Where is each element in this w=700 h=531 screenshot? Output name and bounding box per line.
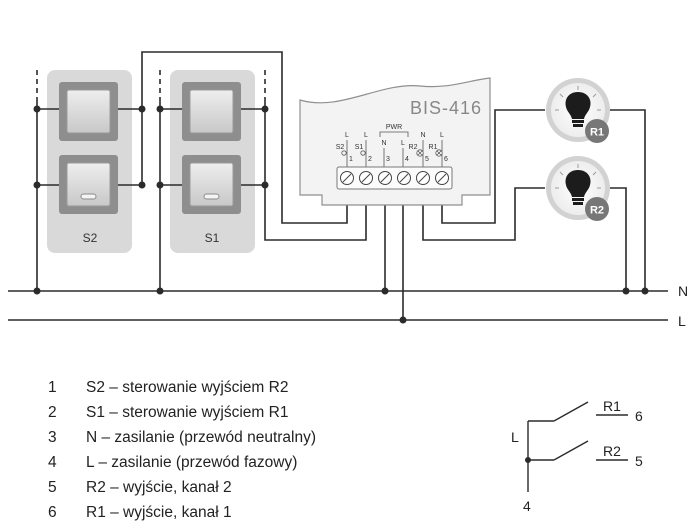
legend-item: 3 N – zasilanie (przewód neutralny)	[48, 428, 316, 453]
terminal-screws	[340, 171, 449, 185]
legend-text: S1 – sterowanie wyjściem R1	[86, 404, 289, 421]
legend-number: 1	[48, 379, 57, 396]
bis-416-module: BIS-416 PWR L L N L N L S2 S1 R2 R1 1 2 …	[299, 77, 491, 206]
terminal-1-number: 1	[349, 156, 353, 163]
terminal-5-top-label: N	[420, 132, 425, 139]
switch-s1: S1	[170, 70, 255, 253]
lamp-label: R2	[590, 205, 604, 217]
lamp-r1: R1	[546, 78, 610, 143]
indicator-led	[203, 193, 220, 200]
legend-item: 5 R2 – wyjście, kanał 2	[48, 478, 316, 503]
legend-item: 1 S2 – sterowanie wyjściem R2	[48, 378, 316, 403]
junction-dots	[33, 105, 649, 324]
legend-text: N – zasilanie (przewód neutralny)	[86, 429, 317, 446]
legend-number: 5	[48, 479, 57, 496]
legend-number: 2	[48, 404, 57, 421]
relay-schematic	[527, 401, 628, 492]
output-r2-mini-label: R2	[409, 144, 418, 151]
indicator-led	[80, 193, 97, 200]
terminal-5-number: 5	[425, 156, 429, 163]
legend-text: R1 – wyjście, kanał 1	[86, 504, 232, 521]
terminal-3-number: 3	[386, 156, 390, 163]
output-r1-mini-label: R1	[429, 144, 438, 151]
switch-s1-mini-label: S1	[355, 144, 364, 151]
legend-number: 4	[48, 454, 57, 471]
lamp-label: R1	[590, 127, 604, 139]
legend-text: S2 – sterowanie wyjściem R2	[86, 379, 289, 396]
bulb-icon	[565, 170, 591, 197]
lamp-badge	[585, 197, 609, 221]
output-lamp-icons	[416, 149, 443, 157]
legend-text: R2 – wyjście, kanał 2	[86, 479, 232, 496]
legend-item: 4 L – zasilanie (przewód fazowy)	[48, 453, 316, 478]
terminal-legend: 1 S2 – sterowanie wyjściem R2 2 S1 – stero…	[48, 378, 316, 528]
terminal-3-top-label: N	[381, 140, 386, 147]
switch-s2: S2	[47, 70, 132, 253]
terminal-2-top-label: L	[364, 132, 368, 139]
lamp-badge	[585, 119, 609, 143]
terminal-6-top-label: L	[440, 132, 444, 139]
schematic-r2-terminal: 5	[635, 453, 643, 469]
pwr-label: PWR	[386, 124, 402, 131]
live-bus-label: L	[678, 313, 686, 329]
legend-item: 6 R1 – wyjście, kanał 1	[48, 503, 316, 528]
schematic-input-terminal: 4	[523, 498, 531, 514]
wires	[8, 51, 668, 321]
terminal-4-number: 4	[405, 156, 409, 163]
schematic-junction	[525, 457, 531, 463]
neutral-bus-label: N	[678, 283, 688, 299]
terminal-6-number: 6	[444, 156, 448, 163]
legend-text: L – zasilanie (przewód fazowy)	[86, 454, 298, 471]
schematic-r1-label: R1	[603, 398, 621, 414]
terminal-1-top-label: L	[345, 132, 349, 139]
schematic-input-label: L	[511, 429, 519, 445]
lamp-r2: R2	[546, 156, 610, 221]
terminal-block	[336, 166, 453, 190]
bulb-icon	[565, 92, 591, 119]
switch-label: S2	[83, 231, 98, 245]
switch-s2-mini-label: S2	[336, 144, 345, 151]
terminal-4-top-label: L	[401, 140, 405, 147]
legend-item: 2 S1 – sterowanie wyjściem R1	[48, 403, 316, 428]
module-name: BIS-416	[410, 98, 482, 118]
legend-number: 6	[48, 504, 57, 521]
schematic-r2-label: R2	[603, 443, 621, 459]
schematic-r1-terminal: 6	[635, 408, 643, 424]
terminal-2-number: 2	[368, 156, 372, 163]
switch-label: S1	[205, 231, 220, 245]
legend-number: 3	[48, 429, 57, 446]
